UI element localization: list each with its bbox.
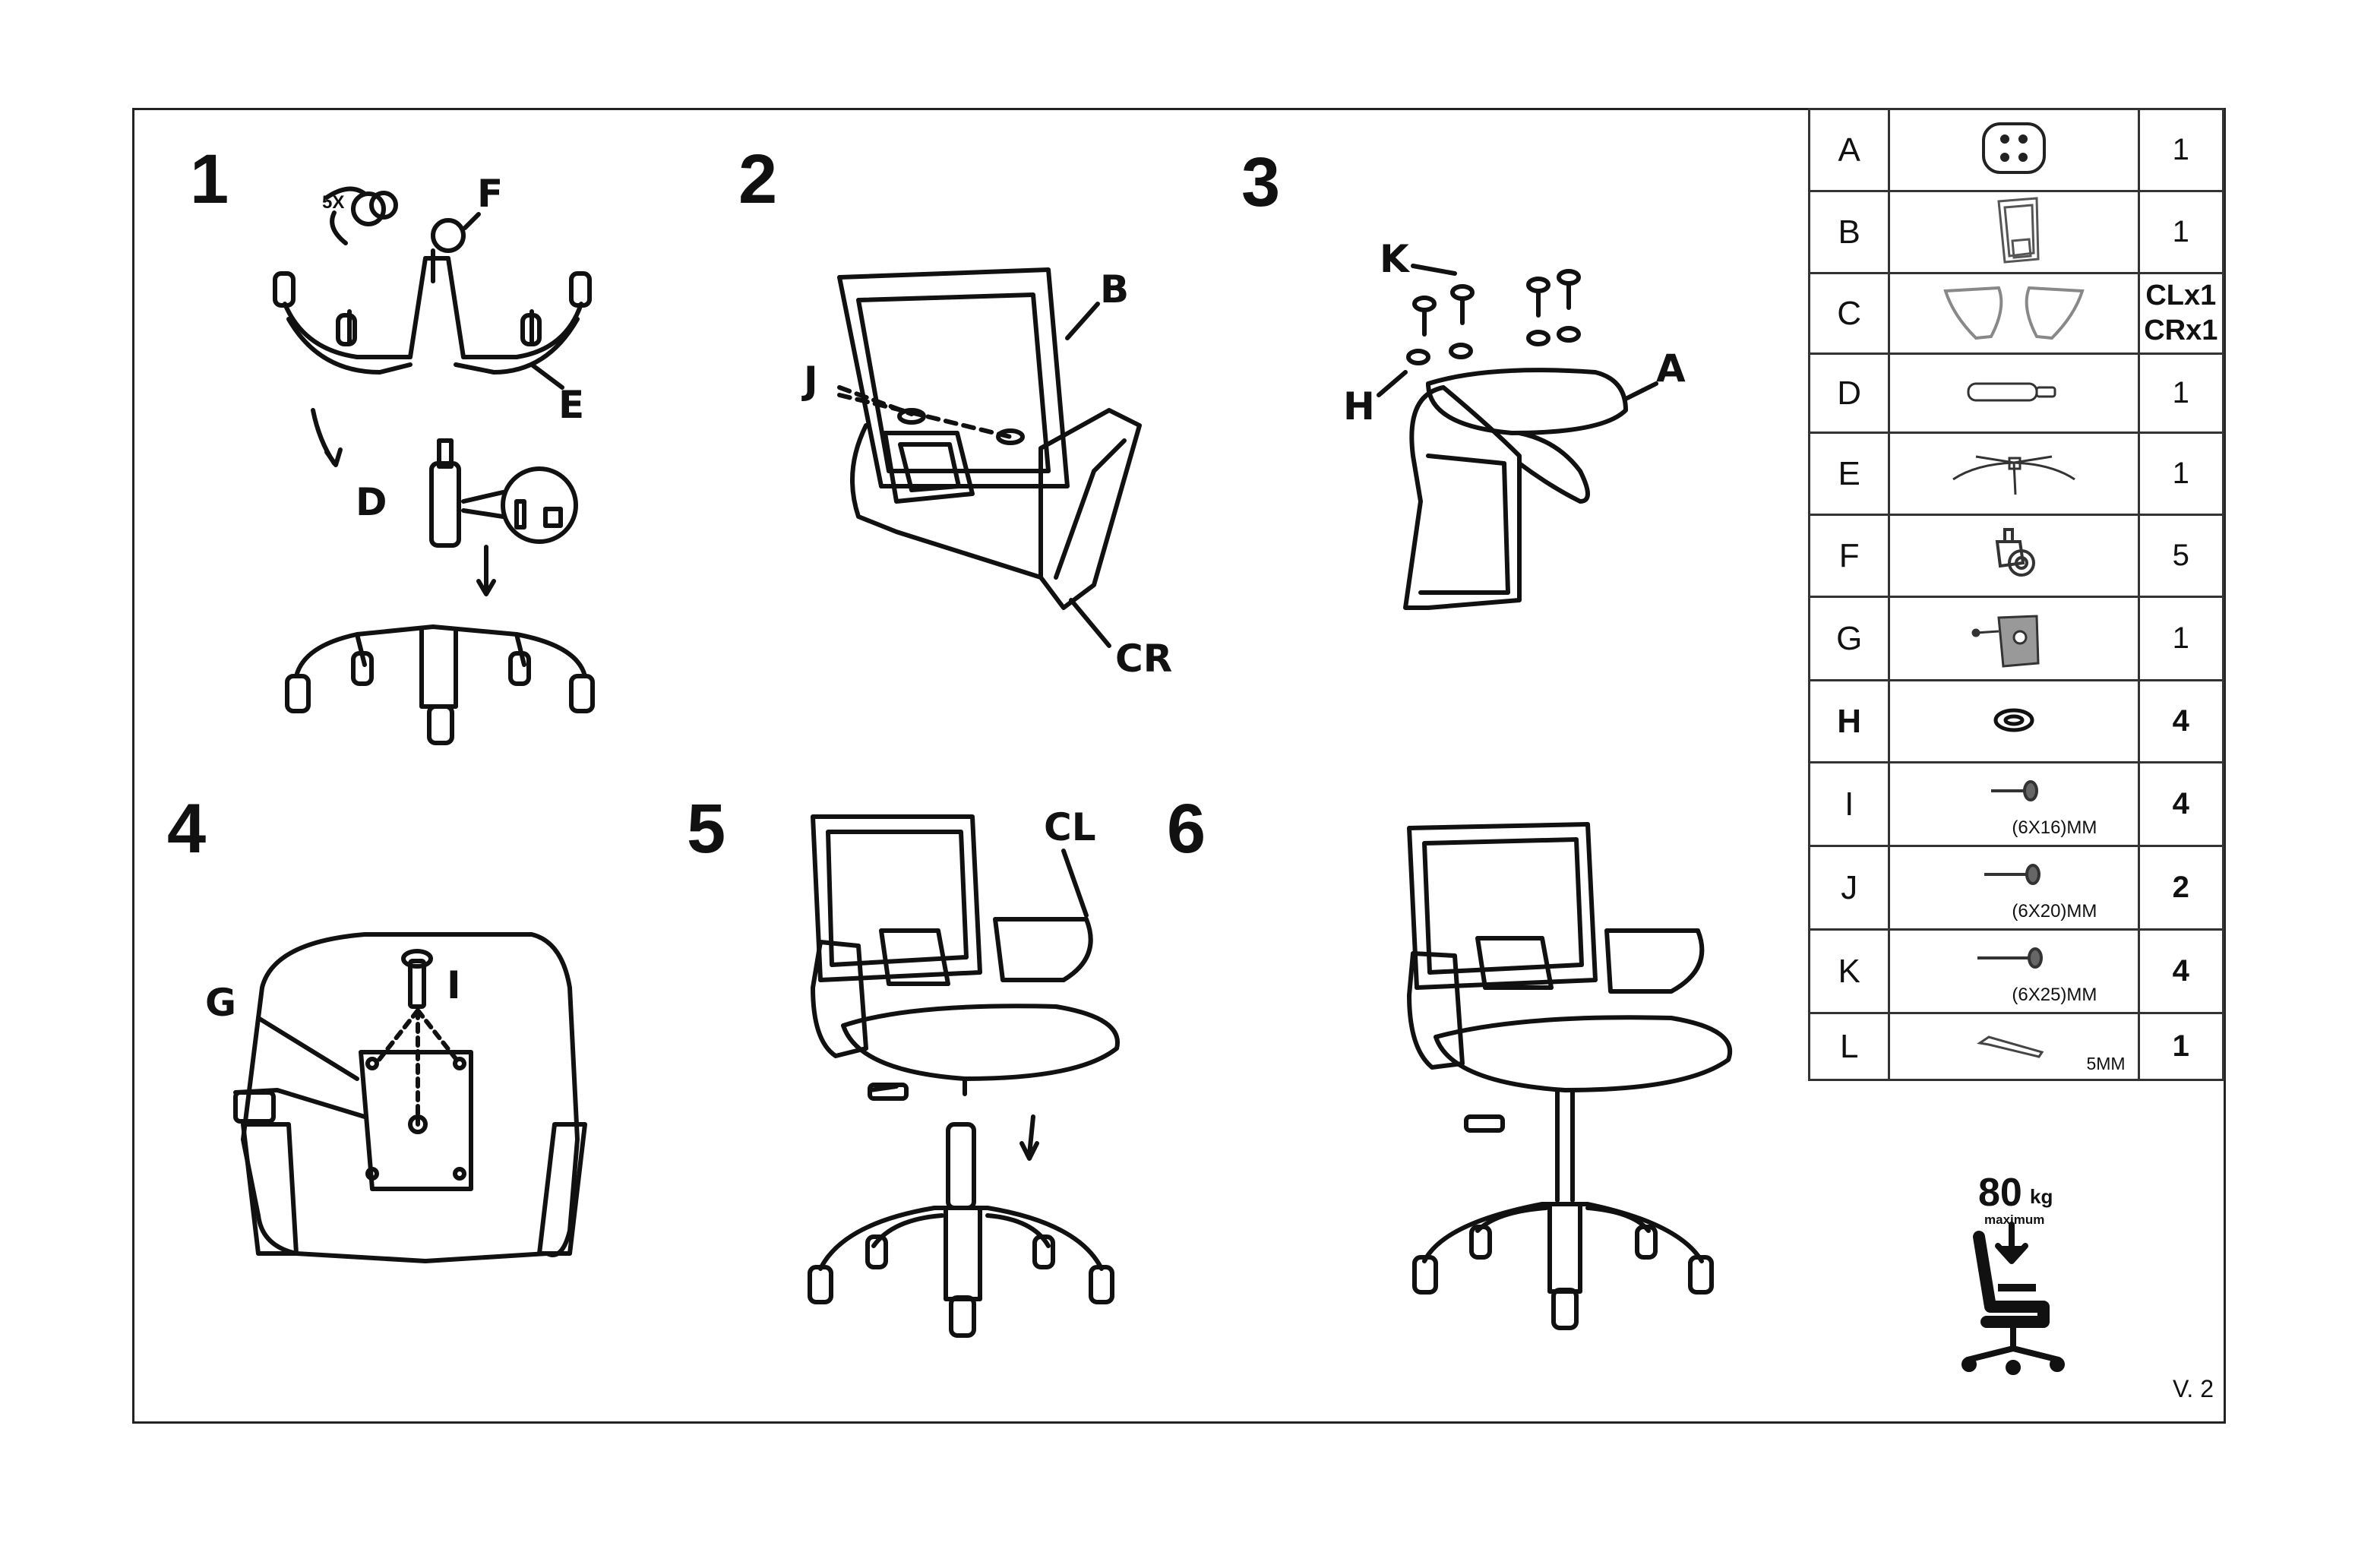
step-number-6: 6 [1167,790,1206,868]
gas-cylinder-icon [1888,352,2140,434]
parts-row: F 5 [1807,514,2225,598]
parts-row: C CLx1 CRx1 [1807,272,2225,355]
part-letter: I [1807,761,1891,847]
part-qty: 1 [2137,1012,2225,1081]
tilt-mechanism-icon [1888,596,2140,681]
star-base-icon [1888,432,2140,516]
curved-arrow-1 [311,408,343,467]
parts-row: H 4 [1807,679,2225,763]
step3-seat [1377,264,1658,610]
callout-j: J [804,359,818,403]
part-letter: A [1807,108,1891,192]
part-qty-cl: CLx1 [2145,279,2217,311]
part-qty: CLx1 CRx1 [2137,272,2225,355]
part-dimension: (6X16)MM [2012,817,2097,838]
callout-cr: CR [1115,637,1173,681]
part-qty: 4 [2137,761,2225,847]
down-arrow-1 [476,545,496,596]
parts-row: D 1 [1807,352,2225,434]
backrest-icon [1888,190,2140,274]
bolt-icon: (6X25)MM [1888,928,2140,1014]
bolt-icon: (6X16)MM [1888,761,2140,847]
parts-row: B 1 [1807,190,2225,274]
callout-e: E [558,383,585,427]
leader-e [529,362,564,390]
callout-cl: CL [1044,805,1096,849]
step-number-2: 2 [738,141,778,218]
callout-f: F [477,172,504,216]
part-letter: G [1807,596,1891,681]
part-qty: 2 [2137,845,2225,931]
armrests-icon [1888,272,2140,355]
part-qty: 1 [2137,432,2225,516]
part-qty-cr: CRx1 [2144,314,2218,346]
part-letter: H [1807,679,1891,763]
step5-chair [811,814,1120,1161]
capacity-unit: kg [2030,1185,2053,1208]
callout-i: I [447,963,461,1007]
step4-underside [233,932,587,1263]
part-qty: 1 [2137,190,2225,274]
capacity-value: 80 [1978,1171,2022,1215]
weight-capacity-icon [1961,1222,2065,1375]
bolts-k [1406,269,1581,365]
part-letter: C [1807,272,1891,355]
part-letter: B [1807,190,1891,274]
part-qty: 5 [2137,514,2225,598]
parts-row: A 1 [1807,108,2225,192]
step-number-1: 1 [190,141,229,218]
step2-backrest [837,267,1142,648]
callout-b: B [1100,267,1130,311]
gas-cylinder-d [429,438,578,548]
callout-h: H [1343,384,1375,428]
part-dimension: 5MM [2086,1054,2126,1073]
parts-row: G 1 [1807,596,2225,681]
part-letter: E [1807,432,1891,516]
instruction-sheet-frame [132,108,2226,1424]
part-letter: K [1807,928,1891,1014]
parts-row: K (6X25)MM 4 [1807,928,2225,1014]
step-number-3: 3 [1241,144,1281,221]
allen-key-icon: 5MM [1888,1012,2140,1081]
caster-wheel-icon [1888,514,2140,598]
part-letter: J [1807,845,1891,931]
part-dimension: (6X20)MM [2012,901,2097,922]
part-dimension: (6X25)MM [2012,985,2097,1005]
parts-row: I (6X16)MM 4 [1807,761,2225,847]
callout-d: D [356,480,387,524]
step-number-4: 4 [167,790,207,868]
callout-a: A [1656,346,1686,390]
part-letter: D [1807,352,1891,434]
caster-f-detail [324,186,481,283]
step-number-5: 5 [687,790,726,868]
callout-k: K [1380,237,1409,281]
part-qty: 1 [2137,596,2225,681]
parts-row: L 5MM 1 [1807,1012,2225,1081]
callout-5x: 5X [322,192,345,213]
part-letter: F [1807,514,1891,598]
capacity-note: maximum [1984,1212,2045,1227]
washer-icon [1888,679,2140,763]
parts-row: J (6X20)MM 2 [1807,845,2225,931]
part-qty: 4 [2137,928,2225,1014]
part-qty: 1 [2137,352,2225,434]
step6-chair [1407,822,1732,1330]
callout-g: G [205,981,237,1025]
step5-base [808,1122,1114,1338]
parts-list-table: A 1 B 1 C CLx1 [1807,108,2225,1081]
part-qty: 4 [2137,679,2225,763]
part-letter: L [1807,1012,1891,1081]
step1-base-bottom [285,624,595,745]
version-label: V. 2 [2173,1375,2214,1402]
part-qty: 1 [2137,108,2225,192]
seat-pad-icon [1888,108,2140,192]
bolt-icon: (6X20)MM [1888,845,2140,931]
parts-row: E 1 [1807,432,2225,516]
